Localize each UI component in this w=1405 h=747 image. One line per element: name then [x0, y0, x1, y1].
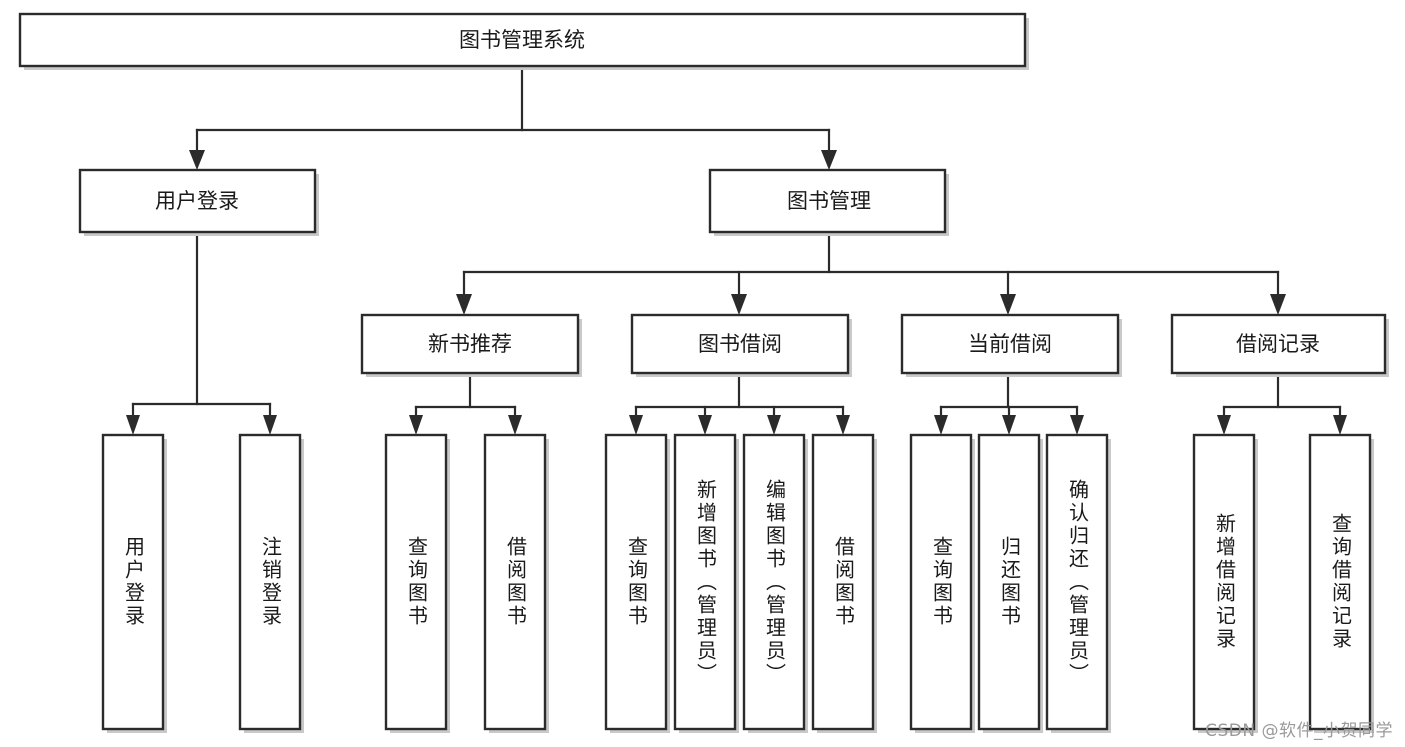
leaf-logout-login-box[interactable] — [238, 433, 302, 731]
node-book-borrow-label: 图书借阅 — [698, 332, 782, 356]
leaf-edit-book-box[interactable] — [742, 433, 806, 731]
node-current-borrow[interactable]: 当前借阅 — [900, 313, 1122, 377]
arrow-head-leaf-return-book — [1002, 415, 1016, 435]
leaf-query-book-2-box[interactable] — [604, 433, 668, 731]
node-root-label: 图书管理系统 — [459, 28, 585, 52]
node-user-login-box[interactable] — [78, 168, 317, 234]
node-user-login-label: 用户登录 — [155, 189, 239, 213]
node-book-management-label: 图书管理 — [787, 189, 871, 213]
arrow-head-leaf-add-record — [1217, 415, 1231, 435]
arrow-head-user-login — [189, 150, 205, 170]
leaf-borrow-book-1-box[interactable] — [483, 433, 547, 731]
node-root-box[interactable] — [18, 12, 1027, 68]
connector-group-root — [189, 64, 837, 170]
node-borrow-record-label: 借阅记录 — [1236, 332, 1320, 356]
node-user-login[interactable]: 用户登录 — [78, 168, 319, 236]
arrow-head-leaf-query-book-3 — [934, 415, 948, 435]
arrow-head-leaf-borrow-book-2 — [836, 415, 850, 435]
arrow-head-borrow-record — [1270, 294, 1286, 315]
leaf-query-book-1-box[interactable] — [384, 433, 448, 731]
node-current-borrow-box[interactable] — [900, 313, 1120, 375]
watermark-text: CSDN @软件_小贺同学 — [1205, 721, 1393, 741]
node-current-borrow-label: 当前借阅 — [968, 332, 1052, 356]
leaf-query-record-box[interactable] — [1308, 433, 1372, 731]
arrow-head-leaf-query-book-1 — [409, 415, 423, 435]
node-book-management[interactable]: 图书管理 — [708, 168, 949, 236]
arrow-head-leaf-query-record — [1333, 415, 1347, 435]
arrow-head-leaf-logout-login — [263, 415, 277, 435]
node-book-management-box[interactable] — [708, 168, 947, 234]
connector-group-current-borrow — [934, 373, 1084, 435]
arrow-head-new-book-recommend — [456, 294, 472, 315]
leaf-borrow-book-2-box[interactable] — [811, 433, 875, 731]
node-new-book-recommend-label: 新书推荐 — [428, 332, 512, 356]
connector-group-book-management — [456, 230, 1286, 315]
node-new-book-recommend[interactable]: 新书推荐 — [360, 313, 582, 377]
arrow-head-leaf-edit-book — [767, 415, 781, 435]
connector-group-user-login — [126, 230, 277, 435]
connector-group-borrow-record — [1217, 373, 1347, 435]
arrow-head-leaf-user-login — [126, 415, 140, 435]
connector-group-book-borrow — [629, 373, 850, 435]
leaf-boxes — [101, 433, 1374, 733]
node-book-borrow-box[interactable] — [630, 313, 850, 375]
leaf-query-book-3-box[interactable] — [909, 433, 973, 731]
arrow-head-book-management — [821, 150, 837, 170]
leaf-confirm-return-box[interactable] — [1045, 433, 1109, 731]
leaf-user-login-box[interactable] — [101, 433, 165, 731]
node-borrow-record-box[interactable] — [1170, 313, 1387, 375]
arrow-head-leaf-add-book — [698, 415, 712, 435]
arrow-head-leaf-confirm-return — [1070, 415, 1084, 435]
arrow-head-leaf-borrow-book-1 — [508, 415, 522, 435]
node-new-book-recommend-box[interactable] — [360, 313, 580, 375]
node-borrow-record[interactable]: 借阅记录 — [1170, 313, 1389, 377]
leaf-add-book-box[interactable] — [673, 433, 737, 731]
arrow-head-current-borrow — [1000, 294, 1016, 315]
arrow-head-leaf-query-book-2 — [629, 415, 643, 435]
leaf-return-book-box[interactable] — [977, 433, 1041, 731]
connector-group-new-book-recommend — [409, 373, 522, 435]
node-book-borrow[interactable]: 图书借阅 — [630, 313, 852, 377]
arrow-head-book-borrow — [731, 294, 747, 315]
leaf-add-record-box[interactable] — [1192, 433, 1256, 731]
node-root[interactable]: 图书管理系统 — [18, 12, 1029, 70]
